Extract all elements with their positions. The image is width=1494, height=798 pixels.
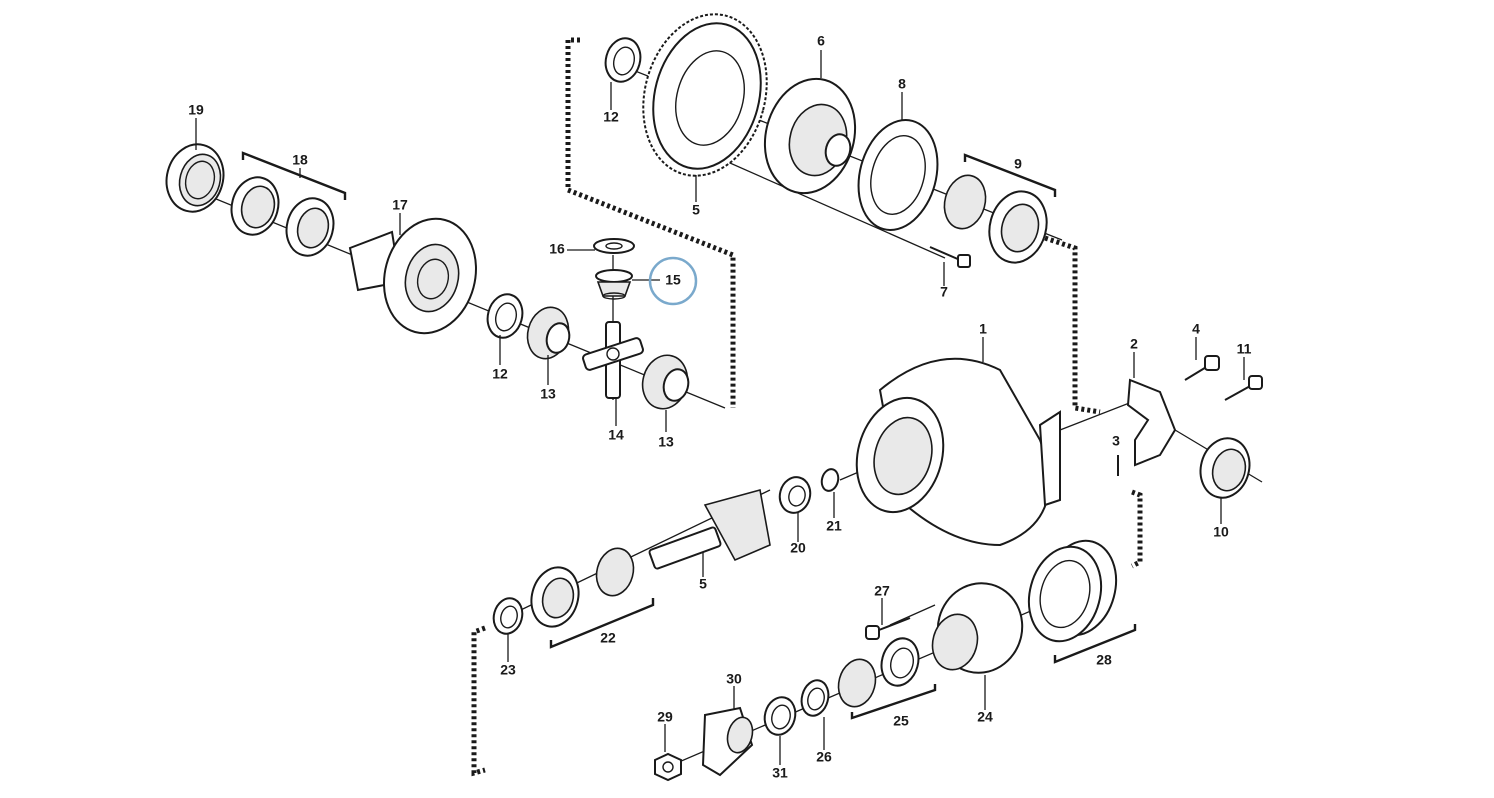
label-18[interactable]: 18 xyxy=(292,152,308,168)
label-4[interactable]: 4 xyxy=(1192,321,1200,337)
part-10-adjusting-ring[interactable] xyxy=(1194,433,1256,503)
label-5[interactable]: 5 xyxy=(699,576,707,592)
part-1-axle-housing[interactable] xyxy=(844,357,1061,547)
label-9[interactable]: 9 xyxy=(1014,156,1022,172)
part-31-seal[interactable] xyxy=(761,694,800,738)
part-7-bolt[interactable] xyxy=(929,246,971,268)
label-26[interactable]: 26 xyxy=(816,749,832,765)
leader-lines xyxy=(195,50,1245,765)
label-3[interactable]: 3 xyxy=(1112,433,1120,449)
part-23-seal-ring[interactable] xyxy=(490,595,526,637)
part-17-differential-case-half[interactable] xyxy=(348,208,488,343)
part-labels: 19 18 17 12 13 16 15 14 13 12 5 6 8 9 7 … xyxy=(188,33,1251,781)
label-13[interactable]: 13 xyxy=(658,434,674,450)
label-31[interactable]: 31 xyxy=(772,765,788,781)
part-9-bearing[interactable] xyxy=(939,171,1055,269)
label-1[interactable]: 1 xyxy=(979,321,987,337)
label-2[interactable]: 2 xyxy=(1130,336,1138,352)
group-brackets xyxy=(241,151,1137,720)
label-27[interactable]: 27 xyxy=(874,583,890,599)
part-13-side-gear-left[interactable] xyxy=(522,303,574,364)
part-25-bearing[interactable] xyxy=(833,634,923,711)
label-21[interactable]: 21 xyxy=(826,518,842,534)
part-13-side-gear-right[interactable] xyxy=(637,350,693,414)
part-2-bearing-cap[interactable] xyxy=(1126,378,1177,467)
label-28[interactable]: 28 xyxy=(1096,652,1112,668)
part-16-pinion-washer[interactable] xyxy=(593,238,635,254)
label-13[interactable]: 13 xyxy=(540,386,556,402)
part-21-lock-washer[interactable] xyxy=(819,467,840,492)
part-20-seal[interactable] xyxy=(776,474,814,517)
part-6-differential-case[interactable] xyxy=(752,69,867,204)
label-7[interactable]: 7 xyxy=(940,284,948,300)
label-6[interactable]: 6 xyxy=(817,33,825,49)
part-5-ring-gear[interactable] xyxy=(626,0,784,189)
label-20[interactable]: 20 xyxy=(790,540,806,556)
label-30[interactable]: 30 xyxy=(726,671,742,687)
label-17[interactable]: 17 xyxy=(392,197,408,213)
part-19-slotted-ring[interactable] xyxy=(159,138,231,218)
part-8-bolt-ring[interactable] xyxy=(847,111,949,239)
label-14[interactable]: 14 xyxy=(608,427,624,443)
part-12-thrust-washer-left[interactable] xyxy=(483,290,527,341)
part-22-bearing[interactable] xyxy=(525,544,639,632)
part-14-spider-cross[interactable] xyxy=(582,321,644,399)
selected-part-highlight xyxy=(648,256,698,306)
label-12[interactable]: 12 xyxy=(603,109,619,125)
label-16[interactable]: 16 xyxy=(549,241,565,257)
part-5-drive-pinion[interactable] xyxy=(648,488,771,570)
part-18-bearing[interactable] xyxy=(225,172,339,261)
label-5[interactable]: 5 xyxy=(692,202,700,218)
part-28-shim-pack[interactable] xyxy=(1019,533,1126,650)
label-29[interactable]: 29 xyxy=(657,709,673,725)
label-12[interactable]: 12 xyxy=(492,366,508,382)
label-23[interactable]: 23 xyxy=(500,662,516,678)
label-22[interactable]: 22 xyxy=(600,630,616,646)
label-10[interactable]: 10 xyxy=(1213,524,1229,540)
part-11-bolt[interactable] xyxy=(1224,375,1263,401)
part-26-spacer[interactable] xyxy=(798,677,832,719)
part-15-differential-pinion[interactable] xyxy=(595,269,633,300)
label-11[interactable]: 11 xyxy=(1237,341,1252,357)
label-25[interactable]: 25 xyxy=(893,713,909,729)
label-24[interactable]: 24 xyxy=(977,709,993,725)
label-15[interactable]: 15 xyxy=(665,272,681,288)
part-24-pinion-carrier[interactable] xyxy=(927,574,1033,683)
label-8[interactable]: 8 xyxy=(898,76,906,92)
label-19[interactable]: 19 xyxy=(188,102,204,118)
part-29-nut[interactable] xyxy=(654,752,682,782)
part-4-bolt[interactable] xyxy=(1184,355,1220,381)
part-27-bolt[interactable] xyxy=(865,617,911,640)
part-12-thrust-washer-top[interactable] xyxy=(601,34,645,85)
group-outlines xyxy=(471,37,1143,777)
part-30-companion-flange[interactable] xyxy=(701,706,756,777)
